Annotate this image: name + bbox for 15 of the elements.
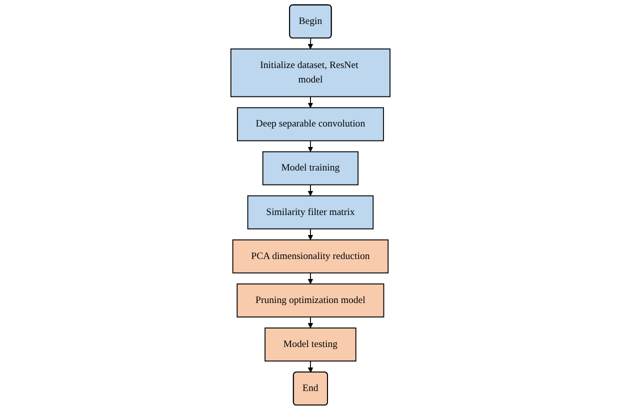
arrow — [307, 184, 313, 196]
node-box: Initialize dataset, ResNet model — [230, 48, 390, 98]
node-box: Pruning optimization model — [236, 283, 384, 318]
arrow — [307, 38, 313, 50]
arrow — [307, 316, 313, 328]
arrow — [307, 140, 313, 152]
arrow — [307, 228, 313, 240]
node-box: Similarity filter matrix — [246, 195, 374, 230]
node-box: Model testing — [264, 328, 356, 362]
arrow — [307, 360, 313, 373]
node-box: Model training — [262, 151, 358, 186]
node-box: Deep separable convolution — [236, 107, 384, 142]
arrow — [307, 272, 313, 284]
node-box: PCA dimensionality reduction — [232, 239, 388, 274]
arrow — [307, 96, 313, 108]
